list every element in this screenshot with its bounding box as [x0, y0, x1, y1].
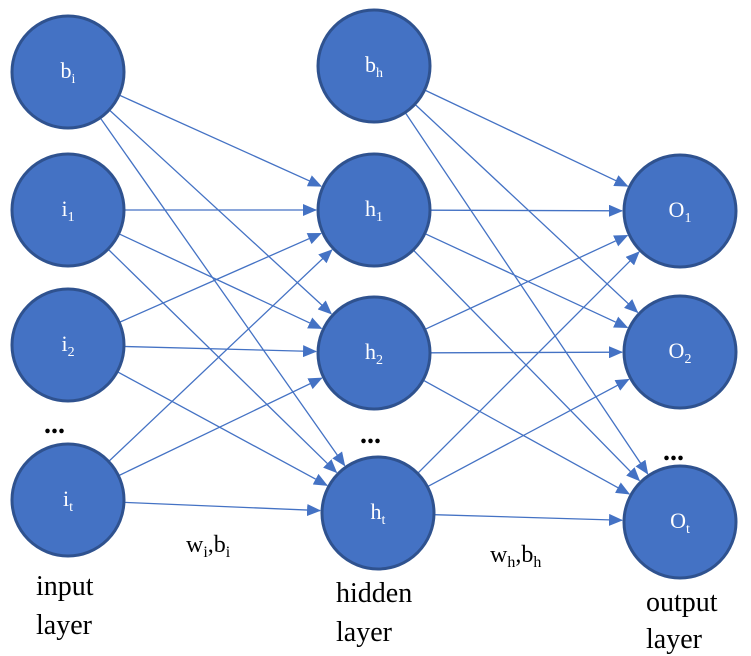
node-o2: O2	[622, 294, 738, 410]
node-label-sub: i	[72, 72, 76, 87]
node-label-base: h	[371, 499, 382, 524]
hidden-layer-caption-line1: hidden	[336, 578, 412, 609]
edge-it-ht	[123, 501, 322, 517]
edge-bi-h2	[108, 109, 333, 315]
output-layer-caption-line2: layer	[646, 624, 703, 655]
node-label-base: i	[61, 196, 67, 221]
node-label-ht: ht	[371, 499, 386, 528]
node-label-base: O	[670, 508, 686, 533]
node-h1: h1	[316, 152, 432, 268]
node-label-i2: i2	[61, 331, 74, 360]
edge-bh-ot	[404, 112, 649, 475]
edge-i2-h1	[118, 232, 322, 323]
edge-ht-o1	[417, 251, 640, 474]
node-it: it	[10, 442, 126, 558]
edge-bi-ht	[99, 117, 346, 467]
node-label-h1: h1	[365, 196, 383, 225]
node-label-ot: Ot	[670, 508, 690, 537]
node-label-sub: 2	[684, 352, 691, 367]
edge-i2-h2	[123, 345, 318, 358]
node-label-base: O	[669, 197, 685, 222]
edge-h2-o2	[429, 346, 624, 359]
node-label-base: i	[63, 486, 69, 511]
node-label-sub: t	[686, 522, 690, 537]
input-layer-caption-line2: layer	[36, 610, 93, 641]
node-label-base: O	[669, 338, 685, 363]
node-label-sub: t	[382, 513, 386, 528]
node-circle-ht	[320, 455, 436, 571]
edge-i1-h2	[118, 233, 323, 330]
edge-h2-o1	[424, 234, 629, 331]
node-ht: ht	[320, 455, 436, 571]
node-circle-o2	[622, 294, 738, 410]
output-layer-caption-line1: output	[646, 587, 718, 618]
edge-bh-o2	[414, 103, 639, 314]
hidden-layer-caption-line2: layer	[336, 617, 393, 648]
node-label-base: h	[365, 339, 376, 364]
node-label-sub: 2	[376, 353, 383, 368]
node-i2: i2	[10, 287, 126, 403]
node-circle-h1	[316, 152, 432, 268]
node-circle-bh	[316, 8, 432, 124]
node-circle-i1	[10, 152, 126, 268]
node-label-sub: 1	[68, 210, 75, 225]
node-o1: O1	[622, 153, 738, 269]
node-circle-ot	[622, 464, 738, 580]
node-label-sub: h	[376, 66, 383, 81]
node-label-bh: bh	[365, 52, 383, 81]
connections	[99, 89, 649, 526]
input-weights-label: wi,bi	[186, 532, 231, 561]
node-label-h2: h2	[365, 339, 383, 368]
edge-it-h2	[118, 377, 323, 477]
node-circle-bi	[10, 14, 126, 130]
edge-i2-ht	[116, 371, 328, 486]
edge-h2-ot	[422, 379, 631, 495]
node-label-o1: O1	[669, 197, 692, 226]
node-bi: bi	[10, 14, 126, 130]
input-ellipsis: ...	[44, 409, 65, 440]
node-label-base: b	[61, 58, 72, 83]
output-ellipsis: ...	[663, 436, 684, 467]
node-label-it: it	[63, 486, 73, 515]
edge-h1-o2	[424, 232, 629, 329]
node-label-bi: bi	[61, 58, 76, 87]
edge-i1-ht	[107, 248, 338, 474]
node-circle-it	[10, 442, 126, 558]
node-circle-h2	[316, 295, 432, 411]
hidden-weights-label: wh,bh	[490, 542, 541, 571]
hidden-ellipsis: ...	[360, 419, 381, 450]
node-label-sub: 1	[376, 210, 383, 225]
node-label-base: b	[365, 52, 376, 77]
node-bh: bh	[316, 8, 432, 124]
node-h2: h2	[316, 295, 432, 411]
node-ot: Ot	[622, 464, 738, 580]
edge-bi-h1	[118, 94, 323, 187]
node-label-i1: i1	[61, 196, 74, 225]
edge-it-h1	[108, 249, 333, 462]
node-label-base: h	[365, 196, 376, 221]
node-label-sub: 2	[68, 345, 75, 360]
node-label-sub: t	[69, 500, 73, 515]
node-label-sub: 1	[684, 211, 691, 226]
node-i1: i1	[10, 152, 126, 268]
edge-ht-ot	[433, 513, 624, 526]
node-label-base: i	[61, 331, 67, 356]
node-circle-i2	[10, 287, 126, 403]
edge-ht-o2	[427, 378, 630, 488]
node-label-o2: O2	[669, 338, 692, 367]
edge-bh-o1	[424, 89, 629, 187]
input-layer-caption-line1: input	[36, 571, 94, 602]
edge-h1-o1	[429, 204, 624, 217]
node-circle-o1	[622, 153, 738, 269]
